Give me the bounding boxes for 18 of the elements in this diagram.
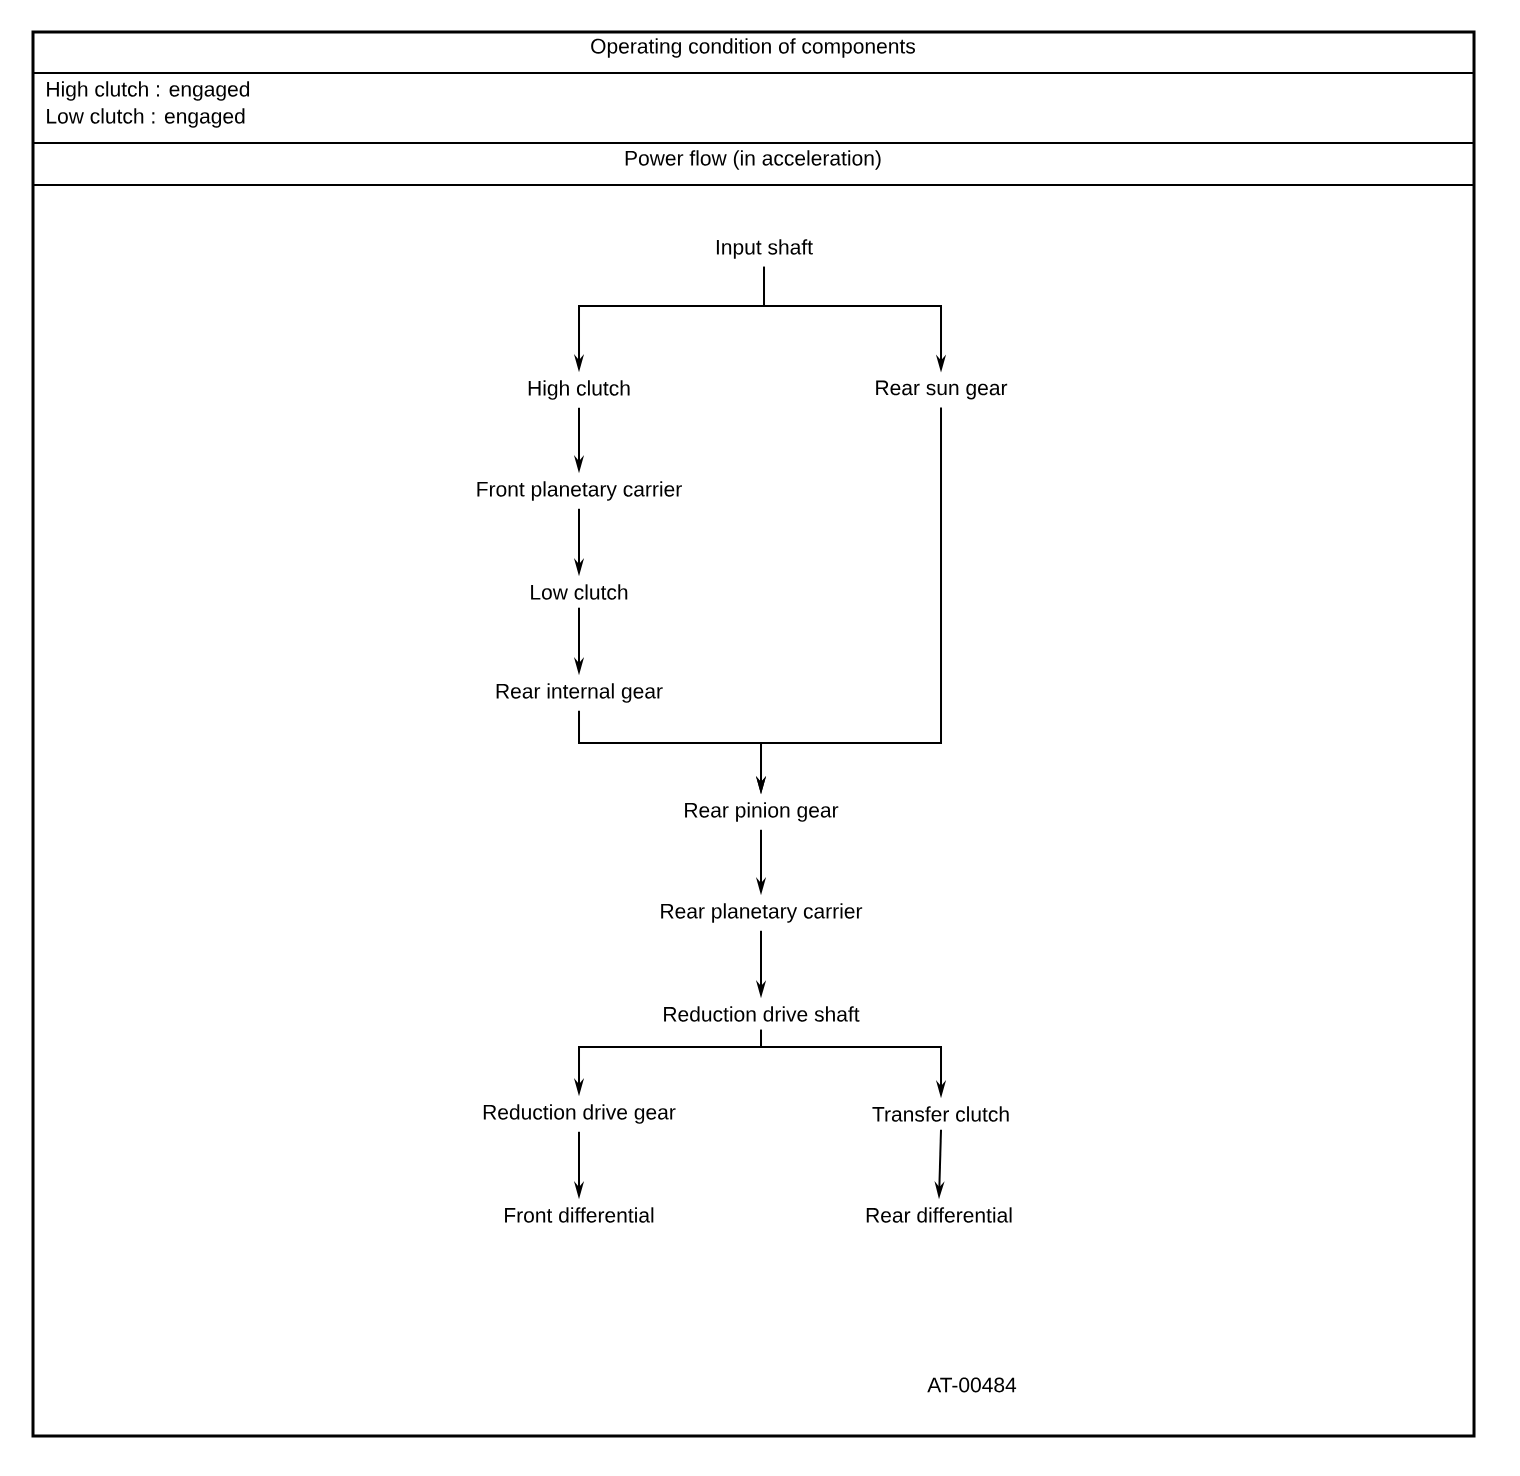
component-label: Reduction drive shaft bbox=[664, 1006, 860, 1022]
component-label: Rear pinion gear bbox=[685, 802, 839, 822]
component-label: Rear differential bbox=[866, 1207, 1012, 1223]
header-text: Operating condition of components bbox=[591, 38, 916, 58]
component-label: Front differential bbox=[505, 1207, 654, 1223]
component-label: High clutch bbox=[528, 380, 630, 400]
component-label: Reduction drive gear bbox=[483, 1104, 676, 1124]
component-label: Low clutch bbox=[531, 584, 628, 600]
header-text: Power flow (in acceleration) bbox=[625, 150, 881, 170]
condition-text: High clutch : engaged bbox=[47, 81, 250, 101]
condition-text: Low clutch : engaged bbox=[47, 108, 245, 128]
component-label: Transfer clutch bbox=[872, 1106, 1009, 1122]
component-label: Input shaft bbox=[716, 239, 813, 259]
component-label: Rear internal gear bbox=[496, 683, 663, 703]
figure-code: AT-00484 bbox=[927, 1377, 1017, 1393]
component-label: Rear sun gear bbox=[876, 380, 1008, 400]
component-label: Rear planetary carrier bbox=[661, 903, 863, 923]
component-label: Front planetary carrier bbox=[477, 481, 682, 501]
